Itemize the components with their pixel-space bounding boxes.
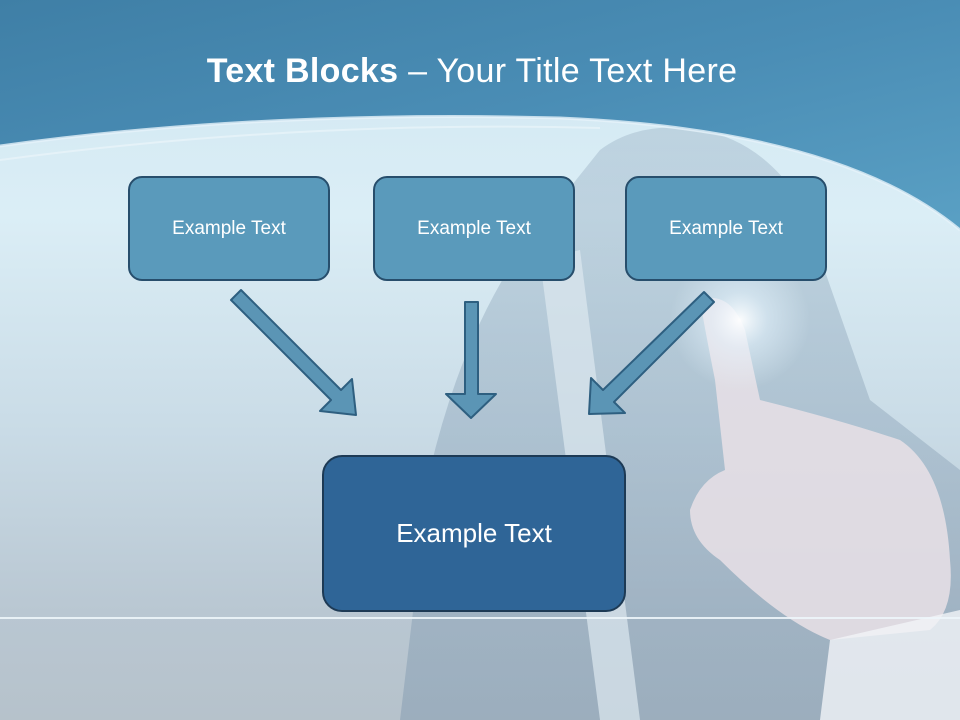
- text-block-left[interactable]: Example Text: [128, 176, 330, 281]
- arrow-left-diagonal: [230, 289, 357, 416]
- text-block-result[interactable]: Example Text: [322, 455, 626, 612]
- title-bold: Text Blocks: [206, 52, 399, 90]
- slide-title: Text Blocks – Your Title Text Here: [0, 52, 944, 91]
- cuff-graphic: [820, 610, 960, 720]
- arrow-center-down: [445, 301, 497, 419]
- touch-glow: [670, 250, 810, 390]
- header-band: [0, 0, 960, 230]
- arrow-right-diagonal: [588, 291, 715, 415]
- header-curve-highlight: [0, 115, 960, 232]
- header-curve-sheen: [0, 125, 601, 161]
- text-block-center[interactable]: Example Text: [373, 176, 575, 281]
- title-rest: Your Title Text Here: [436, 52, 738, 90]
- title-separator: –: [398, 52, 437, 90]
- text-block-right[interactable]: Example Text: [625, 176, 827, 281]
